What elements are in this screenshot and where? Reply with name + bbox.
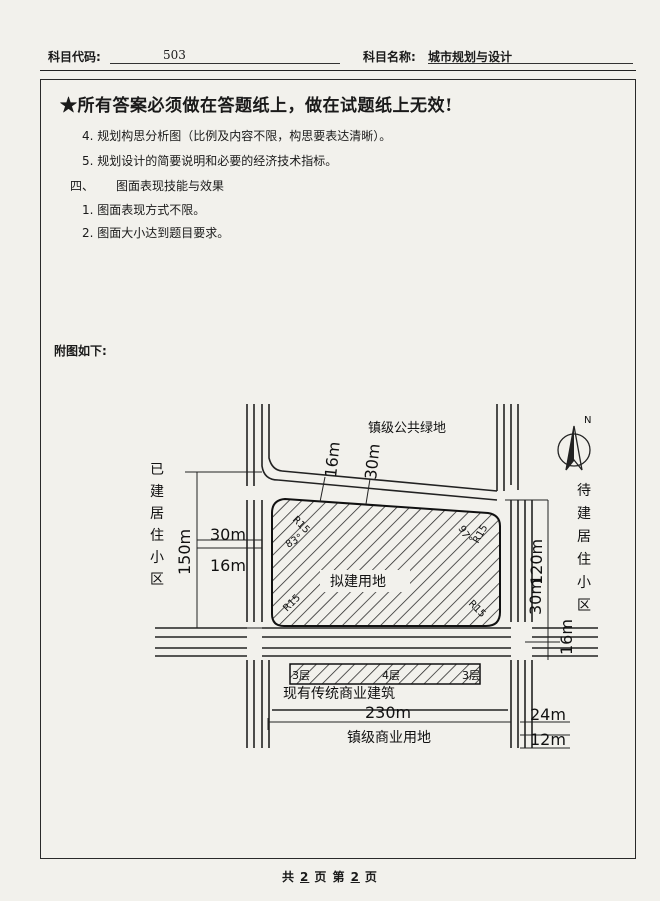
svg-text:16m: 16m (557, 619, 576, 655)
section-4-title: 图面表现技能与效果 (116, 179, 225, 193)
subject-code: 503 (163, 48, 186, 62)
existing-commercial-label: 现有传统商业建筑 (283, 686, 395, 702)
answer-notice: ★所有答案必须做在答题纸上，做在试题纸上无效! (60, 96, 453, 116)
dimension-labels: 30m 16m 230m 24m 12m (210, 525, 566, 749)
floor-label-3b: 3层 (462, 669, 480, 682)
footer-suffix: 页 (364, 870, 378, 884)
svg-text:N: N (584, 415, 591, 426)
section-4-heading: 四、 图面表现技能与效果 (70, 177, 224, 194)
svg-text:小: 小 (150, 550, 164, 566)
footer-total-prefix: 共 (282, 870, 296, 884)
footer-mid: 页 第 (314, 870, 346, 884)
section-4-point-1: 1. 图面表现方式不限。 (82, 203, 206, 217)
header-underline-right (428, 63, 633, 64)
svg-text:120m: 120m (527, 539, 546, 585)
subject-name: 城市规划与设计 (428, 50, 513, 64)
svg-text:230m: 230m (365, 703, 411, 722)
subject-code-label: 科目代码: (48, 50, 101, 64)
svg-text:区: 区 (577, 598, 591, 614)
svg-text:16m: 16m (210, 556, 246, 575)
site-label: 拟建用地 (330, 574, 386, 590)
svg-text:30m: 30m (361, 443, 384, 481)
svg-text:24m: 24m (530, 705, 566, 724)
floor-label-3a: 3层 (292, 669, 310, 682)
svg-text:30m: 30m (526, 579, 545, 615)
svg-text:居: 居 (577, 529, 591, 545)
north-arrow-icon: N (557, 415, 591, 471)
svg-text:住: 住 (577, 552, 591, 568)
green-space-label: 镇级公共绿地 (368, 421, 446, 436)
dimension-lines (185, 471, 570, 749)
proposed-site (271, 497, 501, 627)
svg-text:居: 居 (150, 506, 164, 522)
svg-text:已: 已 (150, 462, 164, 478)
existing-residential-label: 已 建 居 住 小 区 (150, 462, 164, 588)
rotated-dimension-labels: 150m 16m 30m 120m 30m 16m (175, 441, 576, 655)
existing-commercial-buildings (289, 663, 481, 685)
commercial-land-label: 镇级商业用地 (347, 730, 431, 746)
requirement-item-5: 5. 规划设计的简要说明和必要的经济技术指标。 (82, 154, 338, 168)
svg-text:住: 住 (150, 528, 164, 544)
requirement-item-4: 4. 规划构思分析图（比例及内容不限，构思要表达清晰）。 (82, 129, 392, 143)
exam-frame (40, 79, 636, 859)
svg-text:建: 建 (577, 506, 591, 522)
svg-text:30m: 30m (210, 525, 246, 544)
header-underline-left (110, 63, 340, 64)
floor-label-4: 4层 (382, 669, 400, 682)
section-4-number: 四、 (70, 179, 95, 193)
svg-text:建: 建 (150, 484, 164, 500)
svg-text:150m: 150m (175, 529, 194, 575)
svg-text:小: 小 (577, 575, 591, 591)
road-network (155, 404, 598, 748)
svg-text:16m: 16m (321, 441, 344, 479)
site-label-bg (320, 570, 410, 592)
header-rule (40, 70, 636, 71)
footer-total: 2 (300, 870, 310, 884)
section-4-point-2: 2. 图面大小达到题目要求。 (82, 226, 230, 240)
svg-text:区: 区 (150, 572, 164, 588)
attachment-label: 附图如下: (54, 344, 107, 358)
subject-name-label: 科目名称: (363, 50, 416, 64)
footer-current: 2 (350, 870, 360, 884)
svg-text:待: 待 (577, 483, 591, 499)
planned-residential-label: 待 建 居 住 小 区 (577, 483, 591, 614)
svg-text:12m: 12m (530, 730, 566, 749)
